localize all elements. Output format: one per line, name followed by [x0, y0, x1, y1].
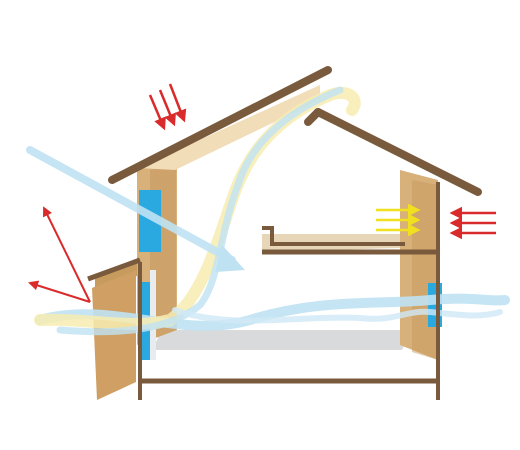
reflected-sun-arrows-icon — [28, 206, 91, 303]
left-exterior-panel — [92, 270, 136, 400]
left-upper-window — [139, 190, 161, 252]
interior-floor — [152, 330, 412, 350]
sun-ray-arrows-icon — [148, 83, 187, 131]
left-eave-line — [87, 257, 141, 282]
window-frame-post — [150, 270, 156, 360]
right-wall-shade — [412, 180, 438, 360]
airflow-wave-icon — [172, 307, 503, 324]
airflow-wave-icon — [34, 86, 361, 330]
external-heat-arrows-icon — [449, 206, 496, 240]
airflow-wave-icon — [35, 293, 510, 331]
left-roof-beam — [108, 66, 332, 184]
right-roof-beam — [314, 108, 482, 196]
internal-heat-arrows-icon — [376, 203, 421, 237]
wind-arrow-icon — [26, 146, 236, 264]
loft-edge — [262, 226, 405, 246]
wind-arrow-head — [215, 245, 245, 272]
attic-ceiling — [138, 85, 320, 170]
